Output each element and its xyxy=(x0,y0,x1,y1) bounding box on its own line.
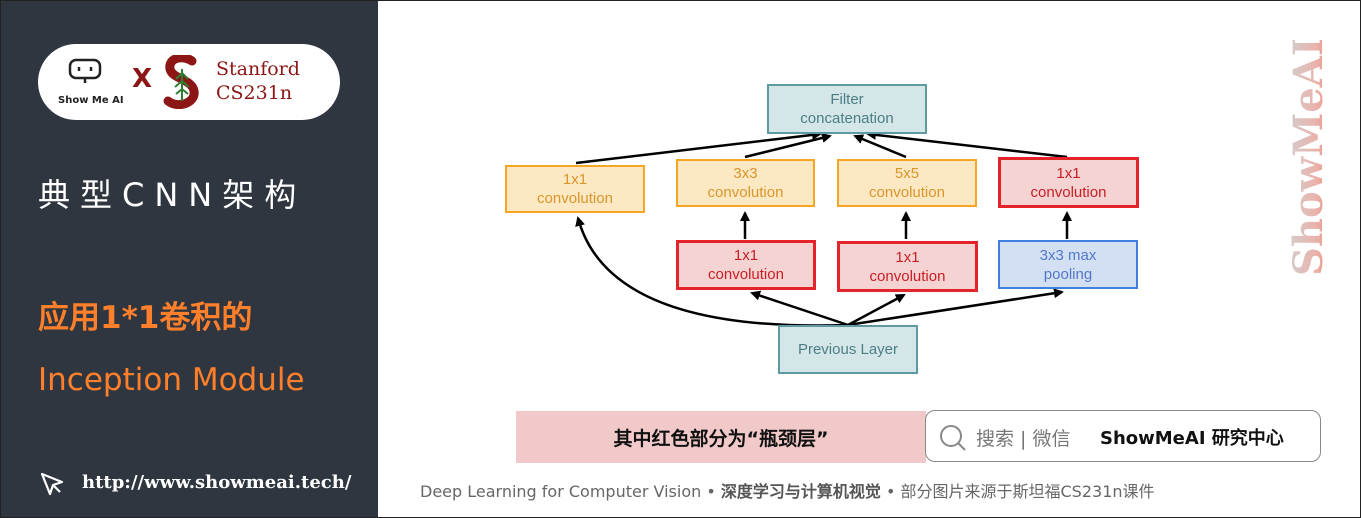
left-panel: Show Me AI X Stanford CS231n 典型CNN架构 应用1… xyxy=(0,0,378,518)
box-text-line: concatenation xyxy=(800,110,894,127)
section-title: 典型CNN架构 xyxy=(38,176,307,214)
footer-course-en: Deep Learning for Computer Vision xyxy=(420,482,702,501)
bottleneck-caption: 其中红色部分为“瓶颈层” xyxy=(516,411,926,463)
wechat-search-box[interactable]: 搜索 | 微信 ShowMeAI 研究中心 xyxy=(925,410,1321,462)
footer-separator: • xyxy=(880,482,901,501)
showmeai-robot-icon xyxy=(68,58,102,83)
box-text-line: convolution xyxy=(708,266,784,283)
branch2-bottleneck-1x1-box: 1x1 convolution xyxy=(676,240,816,290)
box-text-line: convolution xyxy=(537,190,613,207)
arrow-prev-b3 xyxy=(847,293,906,327)
search-label: 搜索 | 微信 xyxy=(976,428,1071,450)
box-text-line: convolution xyxy=(1030,183,1107,201)
filter-concatenation-box: Filter concatenation xyxy=(767,84,927,134)
arrow-b2-concat xyxy=(744,133,832,159)
box-text-line: convolution xyxy=(869,184,945,201)
box-text-line: 5x5 xyxy=(894,165,920,182)
box-text-line: 1x1 xyxy=(733,247,759,264)
box-text-line: 1x1 xyxy=(1056,164,1081,182)
search-icon xyxy=(940,425,966,451)
showmeai-watermark: ShowMeAI xyxy=(1285,40,1332,276)
arrow-b1-concat xyxy=(575,129,822,165)
arrow-prev-b2 xyxy=(750,290,849,327)
course-label: CS231n xyxy=(216,82,293,104)
box-text-line: 3x3 max xyxy=(1039,246,1097,264)
subtitle-line-2: Inception Module xyxy=(38,362,305,398)
arrow-prev-b4 xyxy=(847,288,1064,327)
branch1-conv-1x1-box: 1x1 convolution xyxy=(505,165,645,213)
cursor-click-icon xyxy=(40,472,64,496)
box-text-line: pooling xyxy=(1043,265,1093,283)
footer-credits: Deep Learning for Computer Vision • 深度学习… xyxy=(420,478,1155,502)
previous-layer-box: Previous Layer xyxy=(778,325,918,374)
stanford-cs231n-text: Stanford CS231n xyxy=(216,57,300,105)
branch2-conv-3x3-box: 3x3 convolution xyxy=(676,159,815,207)
arrow-b3-concat xyxy=(853,134,907,159)
box-text-line: 1x1 xyxy=(895,248,920,266)
box-text-line: Previous Layer xyxy=(797,341,899,358)
stanford-label: Stanford xyxy=(216,58,300,80)
site-url[interactable]: http://www.showmeai.tech/ xyxy=(82,472,352,493)
box-text-line: convolution xyxy=(707,184,784,201)
logo-cross: X xyxy=(132,64,153,94)
branch3-conv-5x5-box: 5x5 convolution xyxy=(837,159,977,207)
showmeai-logo-text: Show Me AI xyxy=(58,95,124,106)
stanford-logo-icon xyxy=(163,55,199,109)
footer-source: 部分图片来源于斯坦福CS231n课件 xyxy=(900,482,1155,501)
box-text-line: 3x3 xyxy=(733,165,758,182)
logo-pill[interactable]: Show Me AI X Stanford CS231n xyxy=(38,44,340,120)
arrow-b4-concat xyxy=(866,129,1068,159)
watermark-text: ShowMeAI xyxy=(1285,40,1332,276)
footer-separator: • xyxy=(701,482,721,501)
search-brand: ShowMeAI 研究中心 xyxy=(1100,428,1284,449)
box-text-line: 1x1 xyxy=(562,171,588,188)
subtitle-line-1: 应用1*1卷积的 xyxy=(38,300,253,336)
footer-course-cn: 深度学习与计算机视觉 xyxy=(720,482,881,501)
box-text-line: Filter xyxy=(830,91,864,108)
box-text-line: convolution xyxy=(869,267,946,285)
